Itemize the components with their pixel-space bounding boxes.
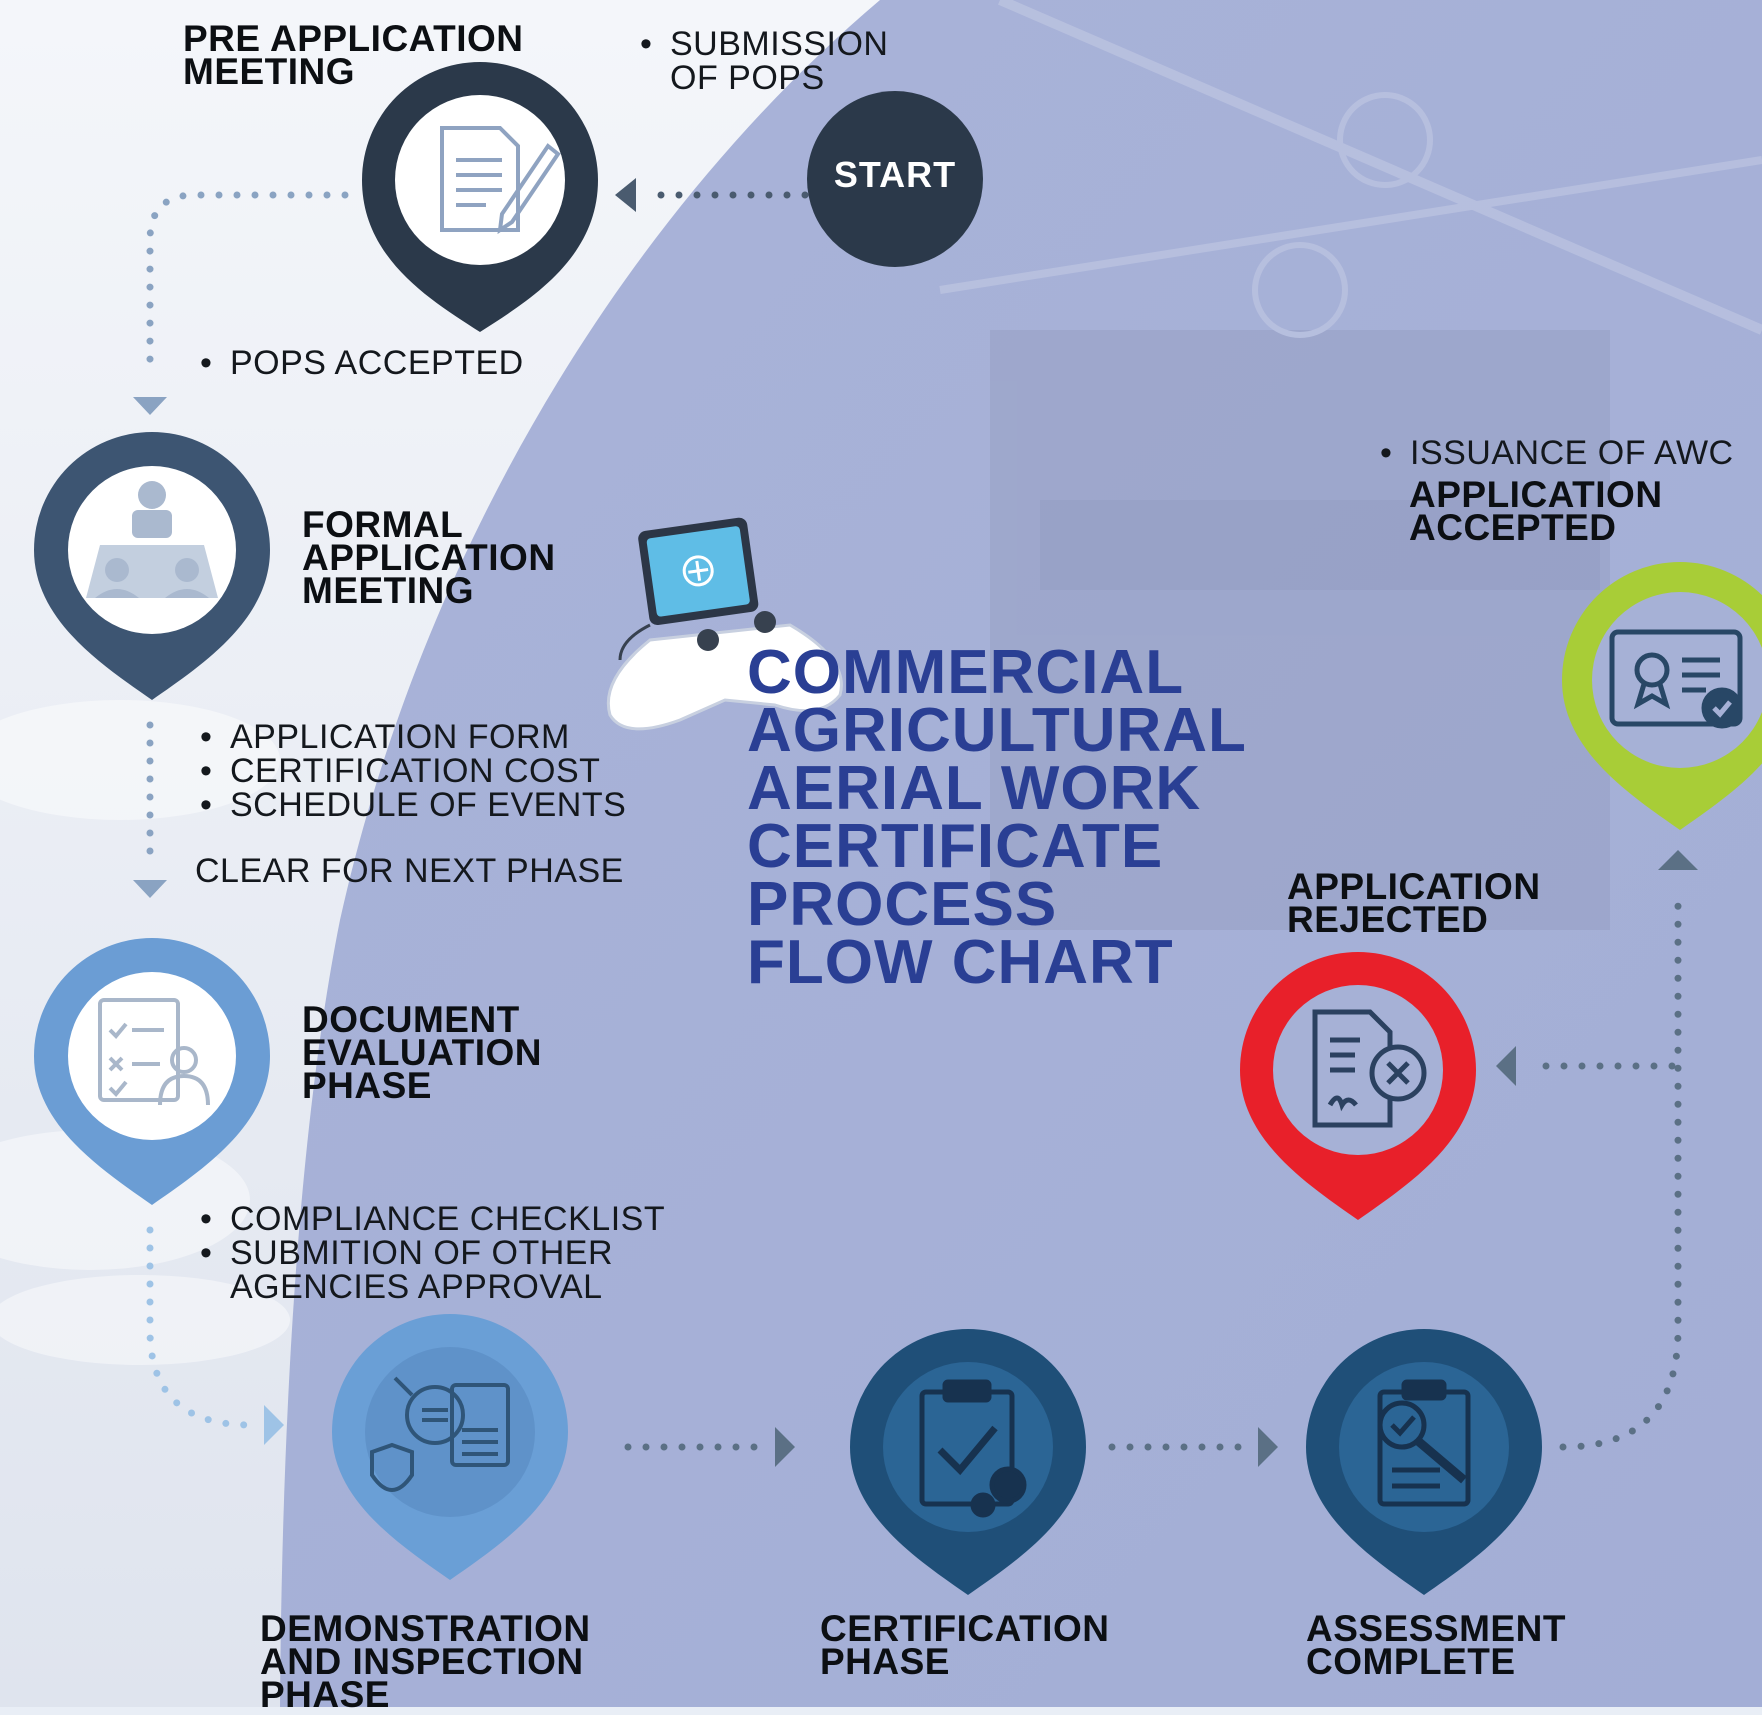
- submission-note: •SUBMISSION OF POPS: [640, 27, 888, 95]
- document-items: •COMPLIANCE CHECKLIST •SUBMITION OF OTHE…: [200, 1202, 665, 1304]
- meeting-icon: [86, 481, 218, 598]
- arrow-left-icon: [615, 178, 636, 212]
- bullet-item: •POPS ACCEPTED: [200, 344, 524, 382]
- bullet-text: POPS ACCEPTED: [230, 344, 524, 382]
- heading-line: MEETING: [302, 570, 475, 611]
- document-evaluation-heading: DOCUMENT EVALUATION PHASE: [302, 999, 543, 1106]
- pin-formal-application: [34, 432, 270, 700]
- start-label: START: [833, 154, 957, 195]
- document-x-icon: [1312, 1009, 1427, 1128]
- pin-assessment: [1306, 1329, 1542, 1595]
- checklist-person-icon: [98, 998, 210, 1106]
- background-blue-arc: [280, 0, 1762, 1707]
- connector-demonstration-to-certification: [624, 1427, 795, 1467]
- certification-heading: CERTIFICATION PHASE: [820, 1608, 1110, 1682]
- certificate-check-icon: [1609, 629, 1743, 729]
- heading-line: APPLICATION: [302, 537, 556, 578]
- arrow-left-icon: [1496, 1046, 1516, 1086]
- pops-accepted-note: •POPS ACCEPTED: [200, 346, 524, 380]
- arrow-right-icon: [264, 1405, 284, 1445]
- bullet-text: APPLICATION FORM: [230, 718, 570, 756]
- heading-line: REJECTED: [1287, 899, 1489, 940]
- magnifier-clipboard-icon: [370, 1376, 510, 1493]
- arrow-up-icon: [1658, 850, 1698, 870]
- heading-line: DOCUMENT: [302, 999, 520, 1040]
- connector-pre-to-formal: [133, 191, 349, 415]
- bullet-item: •SCHEDULE OF EVENTS: [200, 786, 627, 824]
- bullet-item: •SUBMISSION: [640, 25, 889, 63]
- clipboard-gears-icon: [919, 1379, 1027, 1518]
- heading-line: PHASE: [260, 1674, 390, 1715]
- title-line: AGRICULTURAL: [747, 696, 1247, 765]
- title-line: CERTIFICATE: [747, 812, 1164, 881]
- start-button: [807, 91, 983, 267]
- bullet-item: •SUBMITION OF OTHER: [200, 1234, 613, 1272]
- bullet-item: •APPLICATION FORM: [200, 718, 570, 756]
- pin-accepted: [1562, 562, 1762, 830]
- demonstration-heading: DEMONSTRATION AND INSPECTION PHASE: [260, 1608, 591, 1715]
- title-line: COMMERCIAL: [747, 638, 1185, 707]
- assessment-heading: ASSESSMENT COMPLETE: [1306, 1608, 1566, 1682]
- accepted-heading: APPLICATION ACCEPTED: [1409, 474, 1663, 548]
- formal-meeting-items: •APPLICATION FORM •CERTIFICATION COST •S…: [200, 720, 626, 822]
- pin-certification: [850, 1329, 1086, 1595]
- pin-demonstration: [332, 1314, 568, 1580]
- title-line: PROCESS: [747, 870, 1058, 939]
- connector-to-rejected: [1496, 1046, 1676, 1086]
- heading-line: EVALUATION: [302, 1032, 543, 1073]
- main-title: COMMERCIAL AGRICULTURAL AERIAL WORK CERT…: [747, 638, 1247, 997]
- pin-rejected: [1240, 952, 1476, 1220]
- bullet-text: AGENCIES APPROVAL: [230, 1268, 603, 1306]
- pre-application-heading: PRE APPLICATION MEETING: [183, 18, 524, 92]
- heading-line: FORMAL: [302, 504, 464, 545]
- document-pen-icon: [440, 126, 561, 235]
- heading-line: AND INSPECTION: [260, 1641, 584, 1682]
- drone-controller-illustration: [606, 517, 843, 731]
- formal-application-heading: FORMAL APPLICATION MEETING: [302, 504, 556, 611]
- arrow-down-icon: [133, 397, 167, 415]
- heading-line: APPLICATION: [1409, 474, 1663, 515]
- background-drone-silhouette: [939, 0, 1762, 930]
- title-line: AERIAL WORK: [747, 754, 1202, 823]
- bullet-item: •ISSUANCE OF AWC: [1380, 434, 1734, 472]
- connector-assessment-to-accepted: [1559, 850, 1698, 1451]
- clear-next-phase-note: CLEAR FOR NEXT PHASE: [195, 852, 624, 890]
- bullet-text: ISSUANCE OF AWC: [1410, 434, 1734, 472]
- bullet-text: OF POPS: [670, 59, 825, 97]
- heading-line: PRE APPLICATION: [183, 18, 524, 59]
- connector-start-to-pre: [615, 178, 809, 212]
- bullet-text: CERTIFICATION COST: [230, 752, 601, 790]
- heading-line: APPLICATION: [1287, 866, 1541, 907]
- bullet-item: •COMPLIANCE CHECKLIST: [200, 1200, 666, 1238]
- clipboard-search-icon: [1377, 1379, 1471, 1507]
- heading-line: MEETING: [183, 51, 356, 92]
- connector-formal-to-document: [133, 721, 167, 898]
- bullet-item: AGENCIES APPROVAL: [200, 1270, 665, 1304]
- heading-line: ACCEPTED: [1409, 507, 1617, 548]
- pin-pre-application: [362, 62, 598, 332]
- rejected-heading: APPLICATION REJECTED: [1287, 866, 1541, 940]
- arrow-right-icon: [775, 1427, 795, 1467]
- bullet-item: •CERTIFICATION COST: [200, 752, 601, 790]
- heading-line: PHASE: [302, 1065, 432, 1106]
- issuance-note: •ISSUANCE OF AWC: [1380, 436, 1734, 470]
- bullet-text: SUBMITION OF OTHER: [230, 1234, 613, 1272]
- heading-line: PHASE: [820, 1641, 950, 1682]
- heading-line: COMPLETE: [1306, 1641, 1516, 1682]
- arrow-down-icon: [133, 880, 167, 898]
- connector-document-to-demonstration: [146, 1226, 284, 1445]
- bullet-text: SUBMISSION: [670, 25, 889, 63]
- arrow-right-icon: [1258, 1427, 1278, 1467]
- bullet-item: OF POPS: [640, 61, 888, 95]
- bullet-text: COMPLIANCE CHECKLIST: [230, 1200, 666, 1238]
- connector-certification-to-assessment: [1108, 1427, 1278, 1467]
- title-line: FLOW CHART: [747, 928, 1174, 997]
- heading-line: ASSESSMENT: [1306, 1608, 1566, 1649]
- pin-document-evaluation: [34, 938, 270, 1205]
- heading-line: CERTIFICATION: [820, 1608, 1110, 1649]
- bullet-text: SCHEDULE OF EVENTS: [230, 786, 627, 824]
- heading-line: DEMONSTRATION: [260, 1608, 591, 1649]
